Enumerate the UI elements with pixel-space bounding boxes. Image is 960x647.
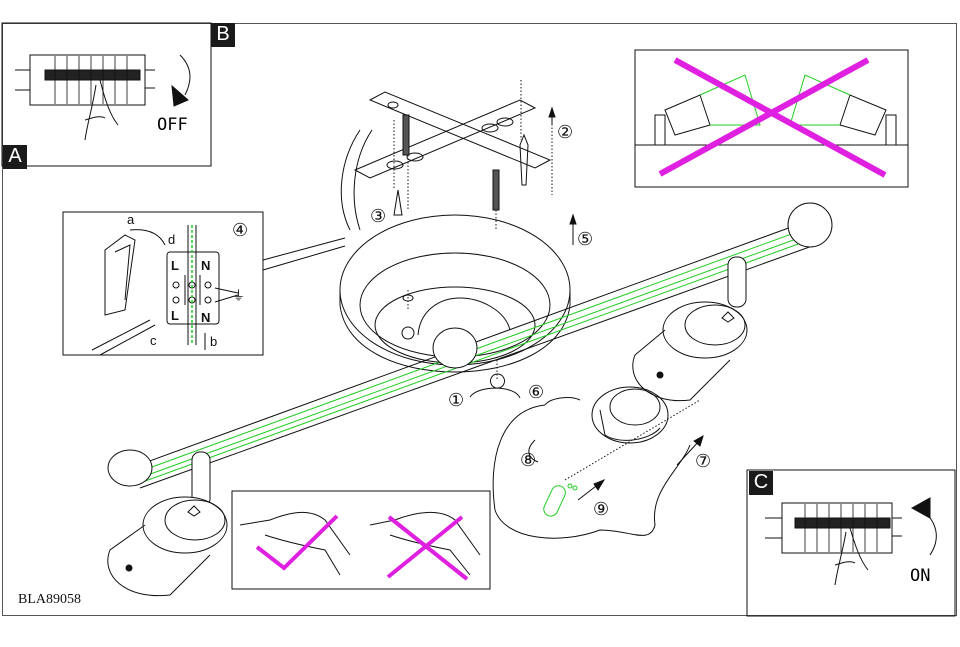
mounting-bracket-illustration [353,91,552,179]
panel-c-label: C [749,471,773,495]
step-5-label: ⑤ [577,229,593,249]
supply-cable-illustration [340,129,373,231]
terminal-l-top: L [171,258,179,273]
earth-icon: ⏚ [232,288,245,303]
screw-illustrations [393,114,529,216]
wiring-arrow-a [129,229,166,246]
terminal-block-illustration [166,225,220,345]
step-3-label: ③ [370,206,386,226]
alignment-guides [393,80,701,481]
breaker-off-illustration [15,54,155,141]
breaker-on-illustration [765,502,902,586]
hand-bare-illustration [239,512,351,576]
model-code: BLA89058 [18,592,81,607]
spotlight-bar-illustration [107,202,833,489]
step7-arrow [676,439,701,466]
wiring-letter-a: a [127,212,135,227]
panel-wiring-box [62,211,264,356]
wiring-letter-d: d [168,232,175,247]
step-2-label: ② [557,122,573,142]
off-label: OFF [157,115,188,135]
terminal-n-bottom: N [201,310,210,325]
panel-c-box [746,469,956,617]
shade-illustration [492,386,691,539]
terminal-l-bottom: L [171,308,179,323]
step-6-label: ⑥ [528,382,544,402]
halogen-bulb-illustration [543,483,578,517]
screwdriver-illustration [91,319,156,356]
spotlight-left-illustration [654,74,761,146]
check-icon [255,514,339,571]
diagram-frame [2,23,957,616]
spotlight-left-head [107,451,228,597]
panel-wrong-angle-box [634,49,909,188]
panel-b-box [1,22,212,167]
wiring-callout-lines [262,237,346,271]
step-7-label: ⑦ [695,451,711,471]
step-9-label: ⑨ [593,499,609,519]
on-arrowhead [910,497,931,519]
terminal-cover-illustration [104,234,136,316]
on-label: ON [910,566,931,586]
cross-bulb-icon [386,515,469,581]
grub-screw-illustration [490,373,505,389]
off-arrowhead [171,84,189,107]
step-8-label: ⑧ [520,450,536,470]
wiring-letter-c: c [150,333,157,348]
panel-bulb-handling-box [231,490,491,590]
cross-icon [658,57,887,178]
panel-b-label: B [211,23,235,47]
step-1-label: ① [448,390,464,410]
panel-a-label: A [3,145,27,169]
terminal-n-top: N [201,258,210,273]
step1-6-rotation-arrow [469,387,521,399]
step-4-label: ④ [232,220,248,240]
off-rotate-arrow [179,54,191,96]
step8-arrow [528,439,539,463]
on-rotate-arrow [924,511,937,556]
wiring-letter-b: b [210,334,217,349]
